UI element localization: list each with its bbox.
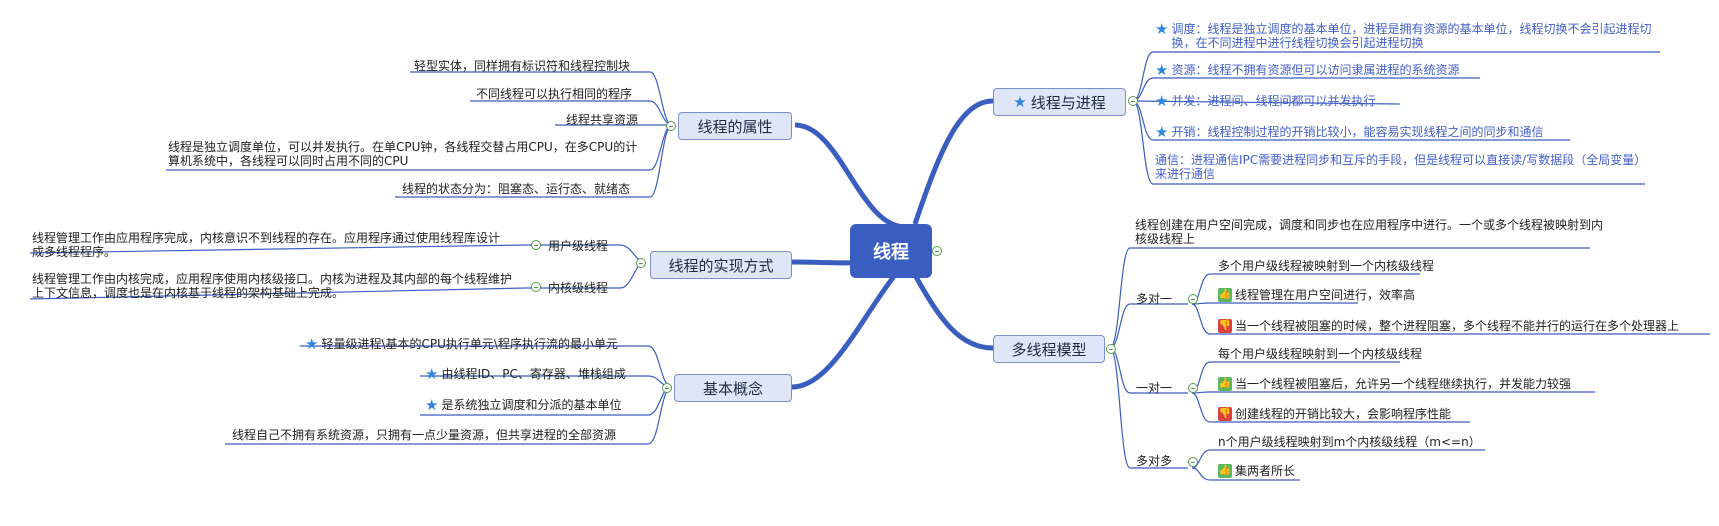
thumbs-up-icon: 👍 (1218, 288, 1232, 302)
models-intro: 线程创建在用户空间完成，调度和同步也在应用程序中进行。一个或多个线程被映射到内核… (1135, 218, 1604, 246)
process-item-4: ★开销：线程控制过程的开销比较小，能容易实现线程之间的同步和通信 (1155, 123, 1544, 141)
star-icon: ★ (1155, 123, 1169, 141)
kernel-level-label: 内核级线程 (548, 281, 609, 295)
branch-attributes[interactable]: 线程的属性 (678, 112, 792, 140)
many-to-many-label: 多对多 (1136, 454, 1173, 468)
many-to-many-desc: n个用户级线程映射到m个内核级线程（m<=n） (1218, 435, 1481, 449)
thumbs-down-icon: 👎 (1218, 319, 1232, 333)
attribute-item-1: 轻型实体，同样拥有标识符和线程控制块 (414, 59, 631, 73)
user-level-label: 用户级线程 (548, 239, 609, 253)
star-icon: ★ (1155, 61, 1169, 79)
attribute-item-3: 线程共享资源 (566, 113, 639, 127)
user-level-desc: 线程管理工作由应用程序完成，内核意识不到线程的存在。应用程序通过使用线程库设计成… (32, 231, 501, 259)
star-icon: ★ (1155, 92, 1169, 110)
link-basics (791, 273, 897, 390)
kernel-level-desc: 线程管理工作由内核完成，应用程序使用内核级接口。内核为进程及其内部的每个线程维护… (32, 272, 513, 300)
collapse-icon[interactable] (666, 121, 676, 131)
attribute-item-5: 线程的状态分为：阻塞态、运行态、就绪态 (402, 182, 631, 196)
collapse-icon[interactable] (1188, 383, 1198, 393)
link-attributes (794, 122, 906, 230)
collapse-icon[interactable] (636, 258, 646, 268)
many-to-one-con: 👎当一个线程被阻塞的时候，整个进程阻塞，多个线程不能并行的运行在多个处理器上 (1218, 319, 1680, 333)
link-models (912, 273, 994, 351)
star-icon: ★ (1013, 93, 1027, 111)
star-icon: ★ (425, 396, 439, 414)
collapse-icon[interactable] (662, 383, 672, 393)
star-icon: ★ (425, 365, 439, 383)
collapse-icon[interactable] (932, 246, 942, 256)
basic-item-1: ★轻量级进程\基本的CPU执行单元\程序执行流的最小单元 (305, 335, 618, 353)
collapse-icon[interactable] (531, 240, 541, 250)
attribute-item-4: 线程是独立调度单位，可以并发执行。在单CPU钟，各线程交替占用CPU，在多CPU… (168, 140, 638, 168)
basic-item-4: 线程自己不拥有系统资源，只拥有一点少量资源，但共享进程的全部资源 (232, 428, 617, 442)
process-item-1: ★调度：线程是独立调度的基本单位，进程是拥有资源的基本单位，线程切换不会引起进程… (1155, 20, 1652, 51)
one-to-one-pro: 👍当一个线程被阻塞后，允许另一个线程继续执行，并发能力较强 (1218, 377, 1572, 391)
star-icon: ★ (305, 335, 319, 353)
thumbs-up-icon: 👍 (1218, 377, 1232, 391)
many-to-many-pro: 👍集两者所长 (1218, 464, 1296, 478)
thumbs-down-icon: 👎 (1218, 407, 1232, 421)
collapse-icon[interactable] (1188, 457, 1198, 467)
star-icon: ★ (1155, 20, 1169, 38)
branch-thread-process[interactable]: ★线程与进程 (993, 88, 1126, 116)
one-to-one-con: 👎创建线程的开销比较大，会影响程序性能 (1218, 407, 1452, 421)
collapse-icon[interactable] (531, 282, 541, 292)
collapse-icon[interactable] (1106, 344, 1116, 354)
process-item-2: ★资源：线程不拥有资源但可以访问隶属进程的系统资源 (1155, 61, 1460, 79)
basic-item-3: ★是系统独立调度和分派的基本单位 (425, 396, 622, 414)
many-to-one-pro: 👍线程管理在用户空间进行，效率高 (1218, 288, 1416, 302)
branch-implementation[interactable]: 线程的实现方式 (650, 251, 792, 279)
one-to-one-desc: 每个用户级线程映射到一个内核级线程 (1218, 347, 1423, 361)
central-topic[interactable]: 线程 (850, 224, 932, 278)
branch-basics[interactable]: 基本概念 (674, 374, 792, 402)
thumbs-up-icon: 👍 (1218, 464, 1232, 478)
process-item-3: ★并发：进程间、线程间都可以并发执行 (1155, 92, 1376, 110)
many-to-one-desc: 多个用户级线程被映射到一个内核级线程 (1218, 259, 1435, 273)
collapse-icon[interactable] (1128, 96, 1138, 106)
process-item-5: 通信：进程通信IPC需要进程同步和互斥的手段，但是线程可以直接读/写数据段（全局… (1155, 153, 1641, 181)
link-process (912, 98, 994, 225)
one-to-one-label: 一对一 (1136, 381, 1173, 395)
basic-item-2: ★由线程ID、PC、寄存器、堆栈组成 (425, 365, 626, 383)
attribute-item-2: 不同线程可以执行相同的程序 (476, 87, 633, 101)
collapse-icon[interactable] (1188, 294, 1198, 304)
branch-models[interactable]: 多线程模型 (993, 335, 1105, 363)
many-to-one-label: 多对一 (1136, 292, 1173, 306)
